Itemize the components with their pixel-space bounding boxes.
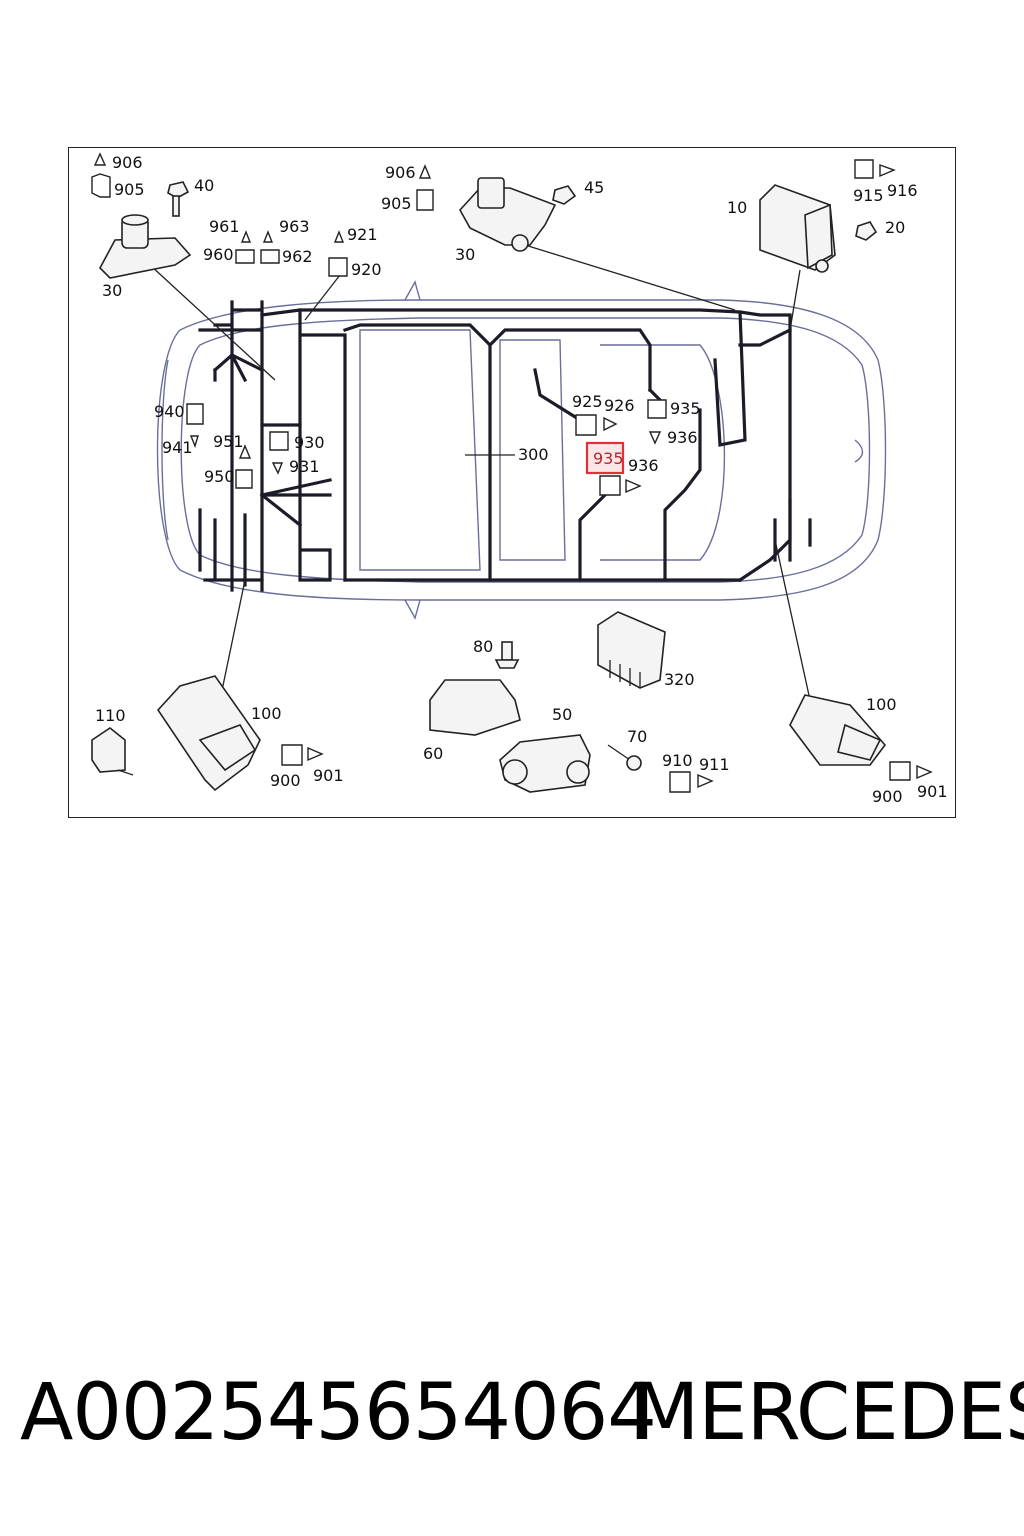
screw-70 — [607, 744, 642, 771]
sensor-100-right — [789, 694, 887, 766]
label-10: 10 — [727, 198, 747, 217]
label-30: 30 — [455, 245, 475, 264]
label-901: 901 — [313, 766, 344, 785]
label-920: 920 — [351, 260, 382, 279]
bolt-40 — [167, 181, 190, 217]
label-901: 901 — [917, 782, 948, 801]
label-110: 110 — [95, 706, 126, 725]
label-951: 951 — [213, 432, 244, 451]
label-935-highlighted: 935 — [593, 449, 624, 468]
label-906: 906 — [385, 163, 416, 182]
label-941: 941 — [162, 438, 193, 457]
label-300: 300 — [518, 445, 549, 464]
label-961: 961 — [209, 217, 240, 236]
label-916: 916 — [887, 181, 918, 200]
label-935: 935 — [670, 399, 701, 418]
label-100: 100 — [251, 704, 282, 723]
footer-caption: A002545654064 MERCEDES — [0, 1368, 1024, 1478]
label-900: 900 — [270, 771, 301, 790]
label-70: 70 — [627, 727, 647, 746]
nut-45 — [552, 185, 577, 205]
sensor-30-left — [99, 214, 192, 279]
sensor-30-top — [459, 177, 557, 252]
label-962: 962 — [282, 247, 313, 266]
label-931: 931 — [289, 457, 320, 476]
label-936: 936 — [628, 456, 659, 475]
label-80: 80 — [473, 637, 493, 656]
label-30: 30 — [102, 281, 122, 300]
clip-110 — [91, 727, 134, 776]
sensor-100-left — [156, 675, 261, 792]
label-950: 950 — [204, 467, 235, 486]
control-unit-10 — [759, 184, 836, 273]
sensor-50 — [499, 734, 591, 793]
label-100: 100 — [866, 695, 897, 714]
label-936: 936 — [667, 428, 698, 447]
bolt-80 — [494, 641, 520, 669]
part-labels: 906 905 40 30 961 963 960 962 921 920 90… — [95, 153, 948, 806]
part-number: A002545654064 — [20, 1368, 657, 1458]
connector-icons — [91, 152, 933, 793]
label-905: 905 — [381, 194, 412, 213]
label-960: 960 — [203, 245, 234, 264]
label-910: 910 — [662, 751, 693, 770]
label-926: 926 — [604, 396, 635, 415]
brand-name: MERCEDES — [632, 1368, 1024, 1458]
label-921: 921 — [347, 225, 378, 244]
label-906: 906 — [112, 153, 143, 172]
highlight-box-935 — [585, 441, 625, 475]
label-40: 40 — [194, 176, 214, 195]
nut-20 — [855, 221, 878, 241]
label-20: 20 — [885, 218, 905, 237]
label-60: 60 — [423, 744, 443, 763]
label-925: 925 — [572, 392, 603, 411]
bracket-60 — [429, 679, 521, 736]
label-963: 963 — [279, 217, 310, 236]
connector-320 — [597, 611, 666, 689]
label-940: 940 — [154, 402, 185, 421]
label-45: 45 — [584, 178, 604, 197]
label-900: 900 — [872, 787, 903, 806]
label-930: 930 — [294, 433, 325, 452]
diagram-frame — [68, 147, 956, 818]
label-320: 320 — [664, 670, 695, 689]
wiring-diagram: 906 905 40 30 961 963 960 962 921 920 90… — [91, 152, 948, 806]
label-905: 905 — [114, 180, 145, 199]
label-911: 911 — [699, 755, 730, 774]
label-50: 50 — [552, 705, 572, 724]
leader-lines — [149, 244, 811, 701]
label-915: 915 — [853, 186, 884, 205]
wiring-harness — [198, 300, 812, 592]
